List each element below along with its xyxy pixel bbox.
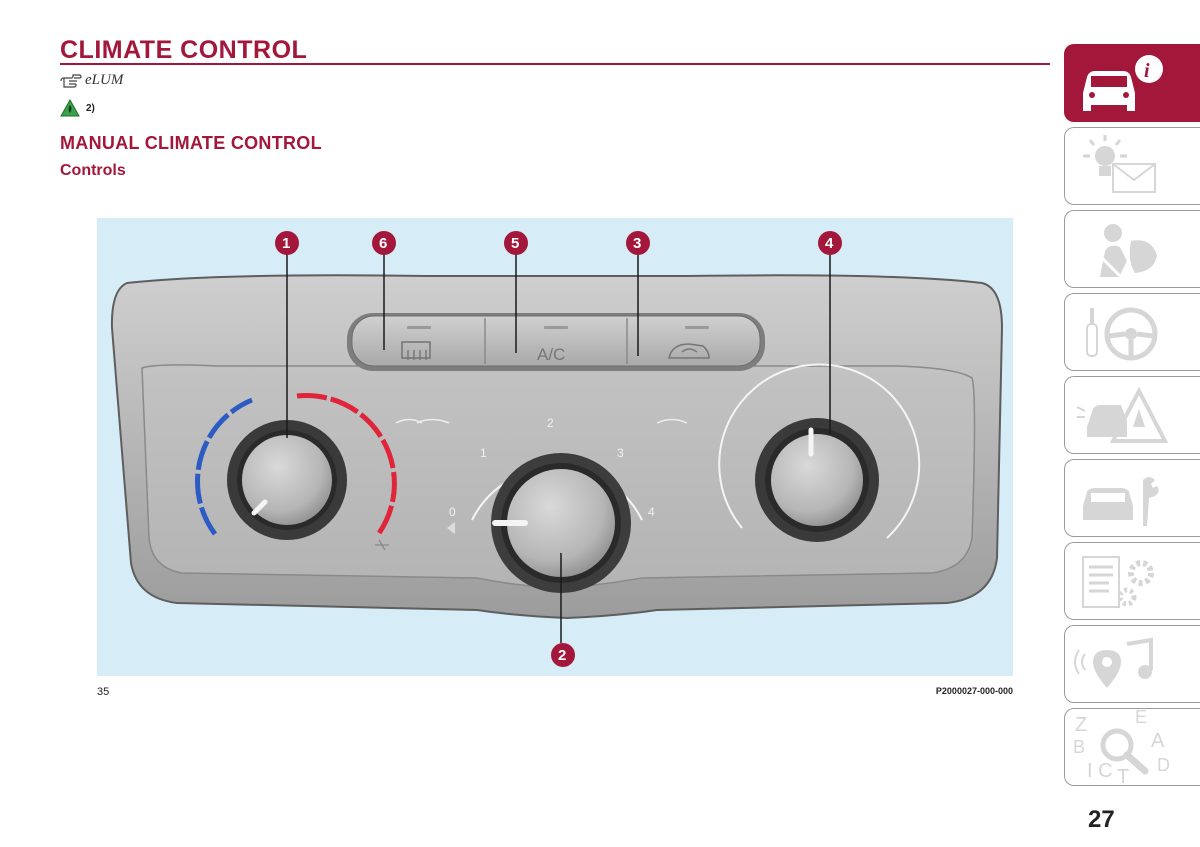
svg-text:A: A bbox=[1151, 730, 1165, 752]
tab-lights-messages[interactable] bbox=[1064, 127, 1200, 205]
pointing-hand-icon bbox=[60, 73, 82, 88]
tab-technical-specs[interactable] bbox=[1064, 542, 1200, 620]
climate-panel-figure: A/C 0 1 2 3 4 bbox=[97, 218, 1013, 676]
tab-car-info[interactable]: i bbox=[1064, 44, 1200, 122]
recirculation-icon bbox=[668, 343, 710, 359]
environment-note-icon bbox=[60, 99, 80, 117]
key-steering-wheel-icon bbox=[1086, 307, 1158, 361]
airbag-safety-icon bbox=[1093, 224, 1157, 283]
svg-text:I C: I C bbox=[1087, 760, 1113, 782]
title-rule bbox=[60, 63, 1050, 65]
svg-text:E: E bbox=[1135, 709, 1147, 727]
climate-panel-illustration: A/C 0 1 2 3 4 bbox=[110, 231, 1004, 667]
svg-text:Z: Z bbox=[1075, 714, 1087, 736]
tab-starting-driving[interactable] bbox=[1064, 293, 1200, 371]
tab-multimedia[interactable] bbox=[1064, 625, 1200, 703]
tab-servicing-care[interactable] bbox=[1064, 459, 1200, 537]
elum-icon: eLUM bbox=[85, 72, 124, 88]
page-title: CLIMATE CONTROL bbox=[60, 36, 308, 64]
alphabetical-index-icon: Z E B A I C T D bbox=[1073, 709, 1170, 786]
svg-text:B: B bbox=[1073, 737, 1085, 757]
fan-scale-1: 1 bbox=[480, 446, 487, 460]
elum-reference: eLUM bbox=[60, 72, 123, 89]
lights-message-icon bbox=[1083, 135, 1156, 193]
tab-emergency[interactable] bbox=[1064, 376, 1200, 454]
callout-6: 6 bbox=[379, 235, 387, 252]
svg-text:i: i bbox=[1144, 60, 1150, 82]
tab-safety[interactable] bbox=[1064, 210, 1200, 288]
svg-text:T: T bbox=[1117, 766, 1129, 786]
tab-index[interactable]: Z E B A I C T D bbox=[1064, 708, 1200, 786]
callout-1: 1 bbox=[282, 235, 290, 252]
svg-text:D: D bbox=[1157, 755, 1170, 775]
specs-gears-icon bbox=[1082, 556, 1154, 608]
callout-4: 4 bbox=[825, 235, 834, 252]
figure-number: 35 bbox=[97, 686, 110, 698]
warning-triangle-icon bbox=[1076, 386, 1169, 443]
fan-scale-4: 4 bbox=[648, 505, 655, 519]
fan-scale-0: 0 bbox=[449, 505, 456, 519]
callout-5: 5 bbox=[511, 235, 519, 252]
figure-code: P2000027-000-000 bbox=[935, 686, 1013, 696]
car-wrench-icon bbox=[1083, 477, 1159, 526]
callout-2: 2 bbox=[558, 647, 566, 664]
warning-note-reference: 2) bbox=[60, 99, 95, 117]
page-number: 27 bbox=[1088, 806, 1115, 833]
car-info-icon: i bbox=[1083, 55, 1163, 111]
section-heading: Controls bbox=[60, 162, 126, 179]
multimedia-icon bbox=[1074, 637, 1153, 688]
rear-defrost-icon bbox=[401, 341, 431, 360]
fan-scale-2: 2 bbox=[547, 416, 554, 430]
ac-button-label: A/C bbox=[537, 345, 565, 364]
section-subtitle: MANUAL CLIMATE CONTROL bbox=[60, 133, 322, 153]
fan-scale-3: 3 bbox=[617, 446, 624, 460]
note-ref: 2) bbox=[86, 102, 95, 114]
callout-3: 3 bbox=[633, 235, 641, 252]
